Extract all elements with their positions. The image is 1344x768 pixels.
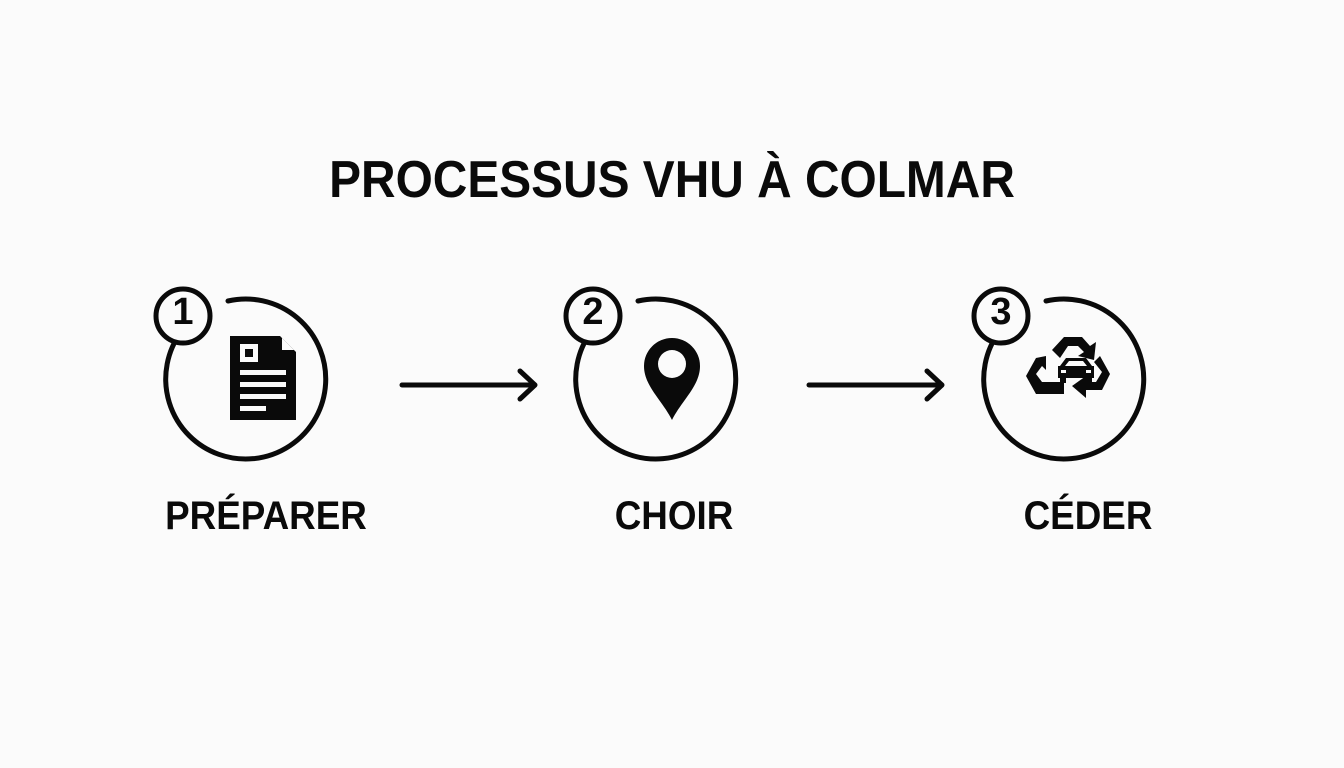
arrow-right-icon xyxy=(806,368,945,402)
step-1-circle xyxy=(153,286,329,462)
document-icon xyxy=(230,336,296,420)
recycle-car-icon xyxy=(1026,337,1110,398)
step-1-number: 1 xyxy=(172,291,194,333)
diagram-title: PROCESSUS VHU À COLMAR xyxy=(329,151,1015,209)
arrow-right-icon xyxy=(399,368,538,402)
step-2-number: 2 xyxy=(582,291,604,333)
step-1: 1 xyxy=(148,282,348,482)
step-3-circle xyxy=(971,286,1147,462)
step-1-label: PRÉPARER xyxy=(165,494,367,538)
step-2-circle xyxy=(563,286,739,462)
step-2: 2 xyxy=(558,282,758,482)
step-2-label: CHOIR xyxy=(614,494,734,538)
step-3-number: 3 xyxy=(990,291,1012,333)
step-3: 3 xyxy=(966,282,1166,482)
map-pin-icon xyxy=(644,338,700,420)
step-3-label: CÉDER xyxy=(1023,494,1153,538)
